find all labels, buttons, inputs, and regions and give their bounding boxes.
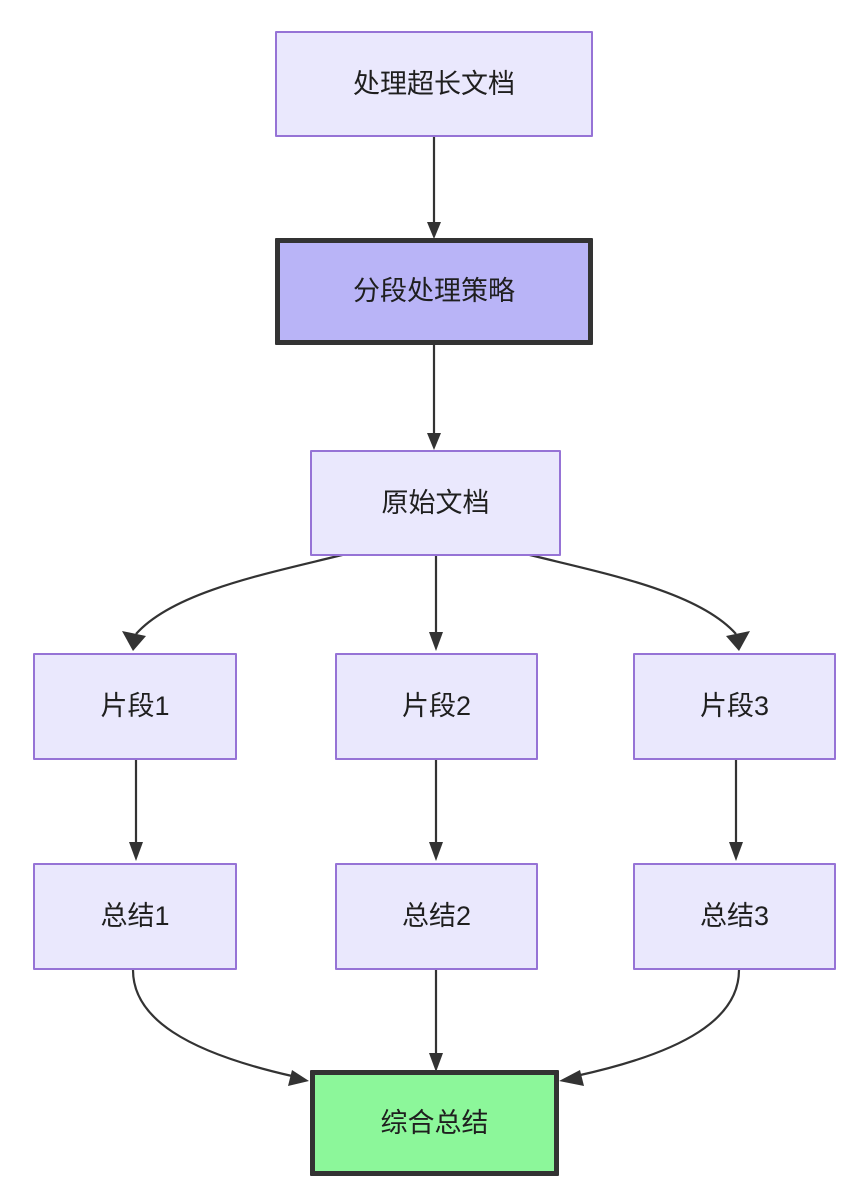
edge-process-to-strategy <box>427 137 441 239</box>
node-source-document[interactable]: 原始文档 <box>310 450 561 556</box>
node-fragment-1[interactable]: 片段1 <box>33 653 237 760</box>
node-fragment-3[interactable]: 片段3 <box>633 653 836 760</box>
node-label: 综合总结 <box>380 1107 489 1138</box>
edge-summary-2-to-final <box>429 970 443 1072</box>
edge-fragment-1-to-summary-1 <box>129 760 143 861</box>
node-label: 原始文档 <box>381 487 490 518</box>
edge-source-to-fragment-2 <box>429 556 443 651</box>
edge-source-to-fragment-3 <box>521 551 750 651</box>
edge-summary-3-to-final <box>559 969 741 1086</box>
edge-fragment-3-to-summary-3 <box>729 760 743 861</box>
node-label: 总结1 <box>100 901 170 932</box>
node-label: 片段1 <box>100 691 170 722</box>
node-summary-3[interactable]: 总结3 <box>633 863 836 970</box>
node-label: 片段2 <box>401 691 472 722</box>
edge-source-to-fragment-1 <box>122 551 351 651</box>
node-final-summary[interactable]: 综合总结 <box>310 1070 559 1176</box>
node-label: 处理超长文档 <box>353 68 515 99</box>
node-summary-2[interactable]: 总结2 <box>335 863 538 970</box>
node-label: 片段3 <box>699 691 770 722</box>
node-fragment-2[interactable]: 片段2 <box>335 653 538 760</box>
edge-fragment-2-to-summary-2 <box>429 760 443 861</box>
node-label: 总结3 <box>699 901 770 932</box>
node-label: 分段处理策略 <box>353 276 515 307</box>
node-label: 总结2 <box>401 901 472 932</box>
edge-summary-1-to-final <box>131 969 309 1086</box>
node-summary-1[interactable]: 总结1 <box>33 863 237 970</box>
node-chunking-strategy[interactable]: 分段处理策略 <box>275 238 593 345</box>
node-process-long-document[interactable]: 处理超长文档 <box>275 31 593 137</box>
edge-strategy-to-source <box>427 345 441 450</box>
